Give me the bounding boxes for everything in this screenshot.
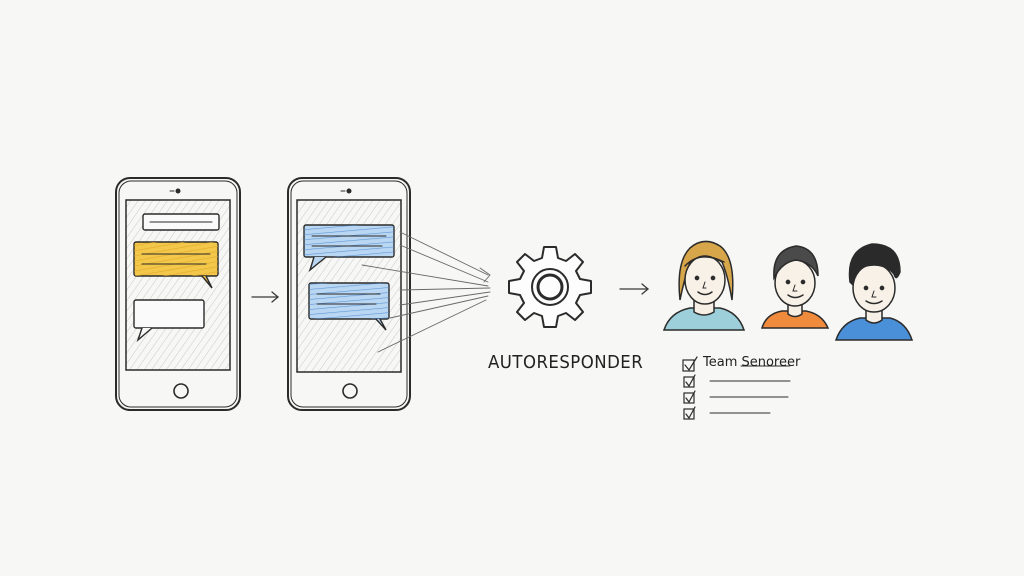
chat-bubble-highlight-icon	[133, 241, 219, 289]
checkbox-icon	[682, 356, 698, 372]
phone-1-icon	[115, 177, 241, 411]
chat-bubble-blue-icon	[303, 224, 395, 272]
person-icon	[834, 243, 914, 341]
phone-2-icon	[287, 177, 411, 411]
checkbox-icon	[683, 374, 696, 388]
chat-bubble-icon	[133, 299, 205, 343]
converging-lines	[361, 231, 491, 353]
arrow-icon	[251, 291, 280, 303]
autoresponder-label: AUTORESPONDER	[488, 352, 644, 373]
person-icon	[662, 240, 746, 331]
person-icon	[761, 245, 830, 329]
checkbox-icon	[683, 406, 696, 420]
arrow-icon	[619, 283, 650, 295]
checklist	[682, 356, 791, 420]
gear-icon	[508, 246, 592, 328]
chat-bubble-icon	[142, 213, 220, 231]
team-label: Team Senoreer	[703, 355, 801, 370]
chat-bubble-blue-icon	[308, 282, 390, 331]
checkbox-icon	[683, 390, 696, 404]
